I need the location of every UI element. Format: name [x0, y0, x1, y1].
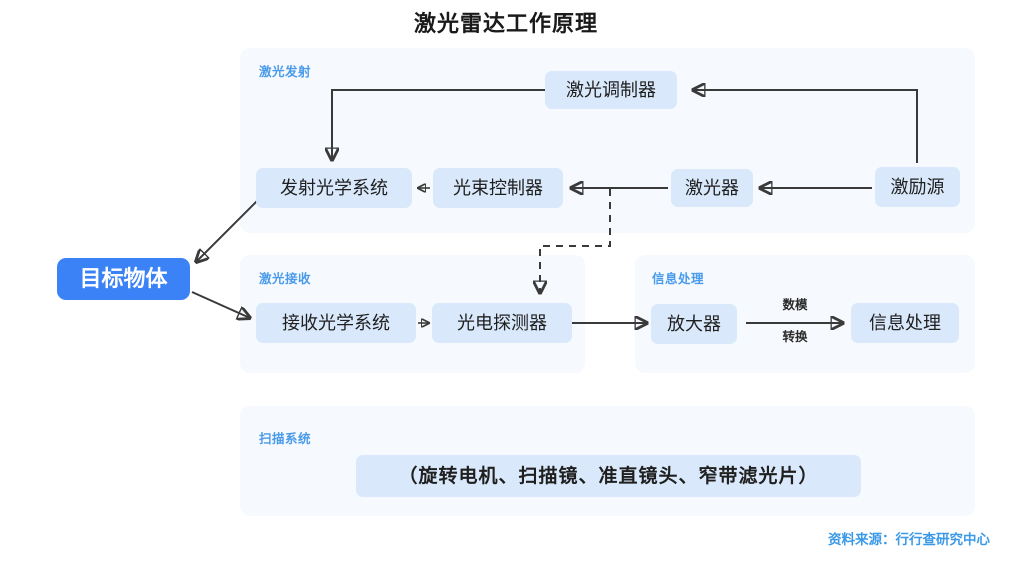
section-label-laser-emit: 激光发射	[259, 65, 312, 79]
section-label-scan-system: 扫描系统	[259, 432, 312, 446]
source-credit: 资料来源：行行查研究中心	[828, 532, 990, 547]
edge-label-ad-conversion-bottom: 转换	[782, 330, 808, 344]
node-receive-optics[interactable]: 接收光学系统	[256, 303, 416, 343]
page-title: 激光雷达工作原理	[413, 11, 598, 36]
node-emit-optics[interactable]: 发射光学系统	[256, 168, 412, 208]
section-label-laser-receive: 激光接收	[259, 272, 312, 286]
node-laser-modulator[interactable]: 激光调制器	[545, 71, 677, 109]
node-beam-controller[interactable]: 光束控制器	[433, 168, 563, 208]
node-scan-components[interactable]: （旋转电机、扫描镜、准直镜头、窄带滤光片）	[356, 455, 861, 497]
section-label-info-process: 信息处理	[652, 272, 705, 286]
edge-label-ad-conversion-top: 数模	[782, 298, 808, 312]
node-amplifier[interactable]: 放大器	[651, 304, 737, 344]
node-target-object[interactable]: 目标物体	[57, 258, 190, 300]
node-pump-source[interactable]: 激励源	[875, 167, 960, 207]
node-info-processing[interactable]: 信息处理	[851, 303, 959, 343]
node-photodetector[interactable]: 光电探测器	[432, 303, 572, 343]
node-laser[interactable]: 激光器	[671, 169, 753, 207]
